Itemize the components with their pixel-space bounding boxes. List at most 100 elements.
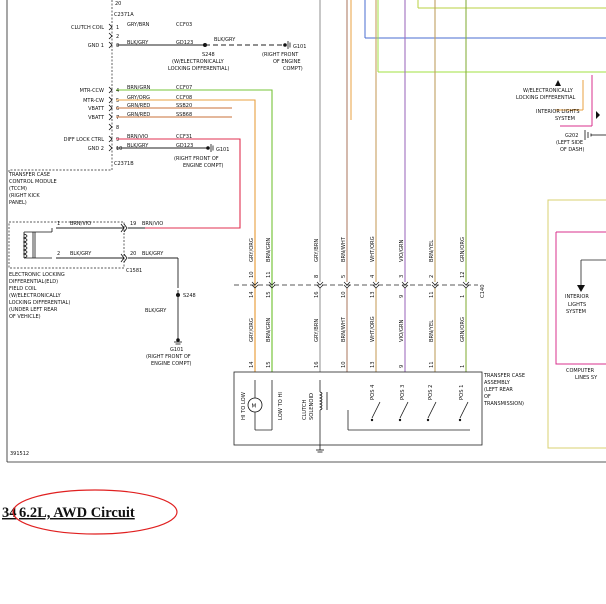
svg-text:TRANSFER CASE: TRANSFER CASE [8,172,50,178]
c140-wire-color-upper: WHT/ORG [370,236,376,262]
right-interior-bottom-2: LIGHTS [568,302,586,308]
svg-text:OF: OF [484,394,491,400]
c140-assembly-pin: 15 [266,361,272,368]
c2371a-label: C2371A [114,12,134,18]
eld-circuit: 1 BRN/VIO 2 BLK/GRY 19 BRN/VIO 20 BLK/GR… [8,221,179,320]
right-magenta-box [555,231,606,365]
ground-mid: G101 (RIGHT FRONT OF ENGINE COMPT) [116,144,229,169]
svg-text:M: M [252,404,257,410]
c140-bottom-pin: 13 [370,291,376,298]
c140-assembly-pin: 13 [370,361,376,368]
svg-text:LOCKING DIFFERENTIAL): LOCKING DIFFERENTIAL) [9,300,70,306]
c140-bottom-pin: 10 [341,291,347,298]
tccm-pin-function: VBATT [88,106,105,112]
svg-text:G101: G101 [293,44,306,50]
motor-icon [247,397,263,413]
svg-text:POS 4: POS 4 [370,384,376,400]
c140-bottom-pin: 1 [460,295,466,298]
g202-note-2: OF DASH) [560,147,585,153]
svg-text:TRANSFER CASE: TRANSFER CASE [483,373,525,379]
tccm-pin-number: 3 [116,43,119,49]
c140-wire-color-upper: BRN/WHT [341,236,347,262]
c140-top-pin: 3 [399,275,405,278]
c140-wire-color-lower: BRN/YEL [429,320,435,342]
c140-top-pin: 2 [429,275,435,278]
tccm-name: TRANSFER CASE CONTROL MODULE (TCCM) (RIG… [8,172,57,206]
c140-wire-color-upper: BRN/YEL [429,240,435,262]
c140-assembly-pin: 14 [249,361,255,368]
c140-bottom-pin: 9 [399,295,405,298]
tccm-pin-function: CLUTCH COIL [71,25,104,31]
svg-text:BRN/VIO: BRN/VIO [70,221,91,227]
pin-chevron [108,144,113,152]
tccm-pin-circuit: CCF07 [176,85,192,91]
ground-bottom: S248 BLK/GRY G101 (RIGHT FRONT OF ENGINE… [145,285,196,367]
tccm-pin-function: GND 2 [88,146,104,152]
tccm-pin-circuit: CCF03 [176,22,192,28]
svg-text:(LEFT REAR: (LEFT REAR [484,387,513,393]
svg-text:BLK/GRY: BLK/GRY [70,251,92,257]
right-interior-top-2: SYSTEM [555,116,575,122]
switch-icon [370,401,469,422]
right-interior-bottom-1: INTERIOR [565,294,589,300]
svg-text:(TCCM): (TCCM) [9,186,27,192]
tccm-pin-number: 4 [116,88,119,94]
svg-text:2: 2 [57,251,60,257]
svg-text:COMPT): COMPT) [283,66,303,72]
tccm-pin-number: 1 [116,25,119,31]
tccm-pin-circuit: GD123 [176,40,193,46]
caption-prefix: 34 [2,505,17,521]
c140-wire-color-upper: GRY/BRN [314,239,320,262]
c140-top-pin: 4 [370,274,376,278]
ground-top: BLK/GRY G101 S248 (W/ELECTRONICALLY LOCK… [116,37,306,72]
svg-text:ENGINE COMPT): ENGINE COMPT) [183,163,224,169]
tccm-pin-circuit: GD123 [176,143,193,149]
connector-chevron [372,281,380,289]
c140-wire-color-upper: BRN/GRN [266,238,272,262]
pin-chevron [108,32,113,40]
tccm-pin-wire-color: BLK/GRY [127,40,149,46]
svg-text:BRN/VIO: BRN/VIO [142,221,163,227]
arrow-down-icon [577,285,585,292]
c140-wire-color-lower: BRN/WHT [341,316,347,342]
c140-wire-color-lower: WHT/ORG [370,316,376,342]
pin-chevron [108,135,113,143]
c140-wire-color-lower: GRN/ORG [460,317,466,342]
g202-label: G202 [565,133,578,139]
right-interior-bottom-3: SYSTEM [566,309,586,315]
svg-text:(RIGHT FRONT OF: (RIGHT FRONT OF [146,354,191,360]
svg-text:(UNDER LEFT REAR: (UNDER LEFT REAR [9,307,58,313]
right-computer-1: COMPUTER [566,368,595,374]
c140-top-pin: 12 [460,271,466,278]
svg-text:S248: S248 [202,52,215,58]
svg-text:FIELD COIL: FIELD COIL [9,286,37,292]
svg-text:(RIGHT FRONT OF: (RIGHT FRONT OF [174,156,219,162]
tccm-connector: 20 C2371A C2371B [8,0,134,172]
right-top-wires [350,0,606,127]
c2371b-label: C2371B [114,161,134,167]
tccm-top-pin: 20 [115,1,121,7]
svg-text:OF VEHICLE): OF VEHICLE) [9,314,41,320]
svg-text:POS 1: POS 1 [459,385,465,400]
coil-icon [22,233,28,259]
svg-text:LOW TO HI: LOW TO HI [278,392,284,420]
svg-text:C1581: C1581 [126,268,142,274]
tccm-pin-circuit: CCF31 [176,134,192,140]
c140-top-pin: 5 [341,275,347,278]
right-computer-2: LINES SY [575,375,598,381]
svg-text:ENGINE COMPT): ENGINE COMPT) [151,361,192,367]
arrow-right-icon [596,111,600,119]
c140-wire-color-lower: GRY/BRN [314,319,320,342]
svg-text:BLK/GRY: BLK/GRY [145,308,167,314]
tccm-pin-number: 2 [116,34,119,40]
svg-text:OF ENGINE: OF ENGINE [273,59,301,65]
tccm-pin-function: GND 1 [88,43,104,49]
tccm-pin-circuit: CCF08 [176,95,192,101]
svg-text:CLUTCH: CLUTCH [302,399,308,420]
c140-wire-color-lower: GRY/ORG [249,318,255,342]
pin-chevron [108,96,113,104]
pin-chevron [108,41,113,49]
svg-text:POS 3: POS 3 [400,385,406,400]
svg-text:ELECTRONIC LOCKING: ELECTRONIC LOCKING [9,272,65,278]
arrow-up-icon [555,80,561,86]
